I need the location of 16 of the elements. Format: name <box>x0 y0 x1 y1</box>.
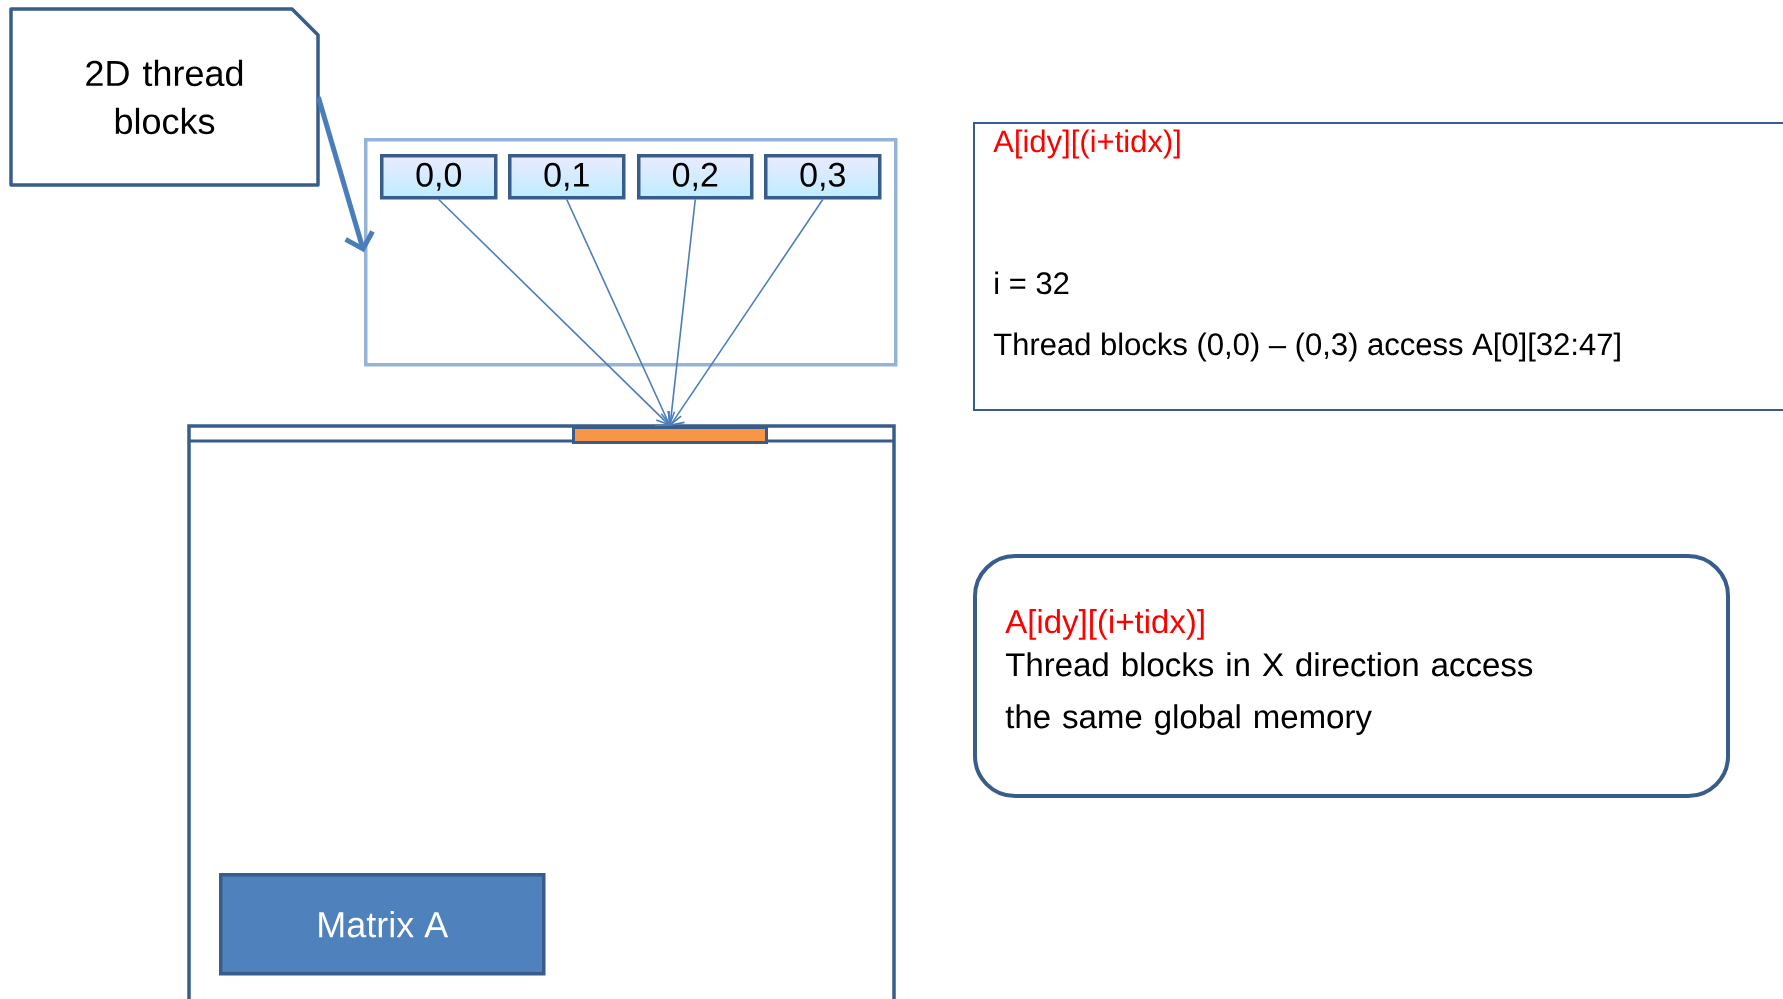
arrow <box>660 198 697 426</box>
frame-box <box>364 138 898 367</box>
arrow <box>437 198 670 427</box>
arrow <box>565 198 676 426</box>
arrow <box>667 198 824 426</box>
thread-block: 0,1 <box>508 154 626 200</box>
text-box: A[idy][(i+tidx)] Thread blocks in X direction access the same global memory <box>973 554 1730 798</box>
arrow <box>316 96 375 253</box>
thread-block: 0,3 <box>764 154 882 200</box>
text-box: A[idy][(i+tidx)] i = 32 Thread blocks (0,0) – (0,3) access A[0][32:47] <box>973 122 1783 411</box>
matrix-drawing <box>187 424 896 999</box>
highlight-bar <box>572 426 768 444</box>
callout-note: 2D thread blocks <box>9 7 320 187</box>
thread-block: 0,0 <box>380 154 498 200</box>
matrix-label: Matrix A <box>219 873 546 976</box>
thread-block: 0,2 <box>637 154 754 200</box>
